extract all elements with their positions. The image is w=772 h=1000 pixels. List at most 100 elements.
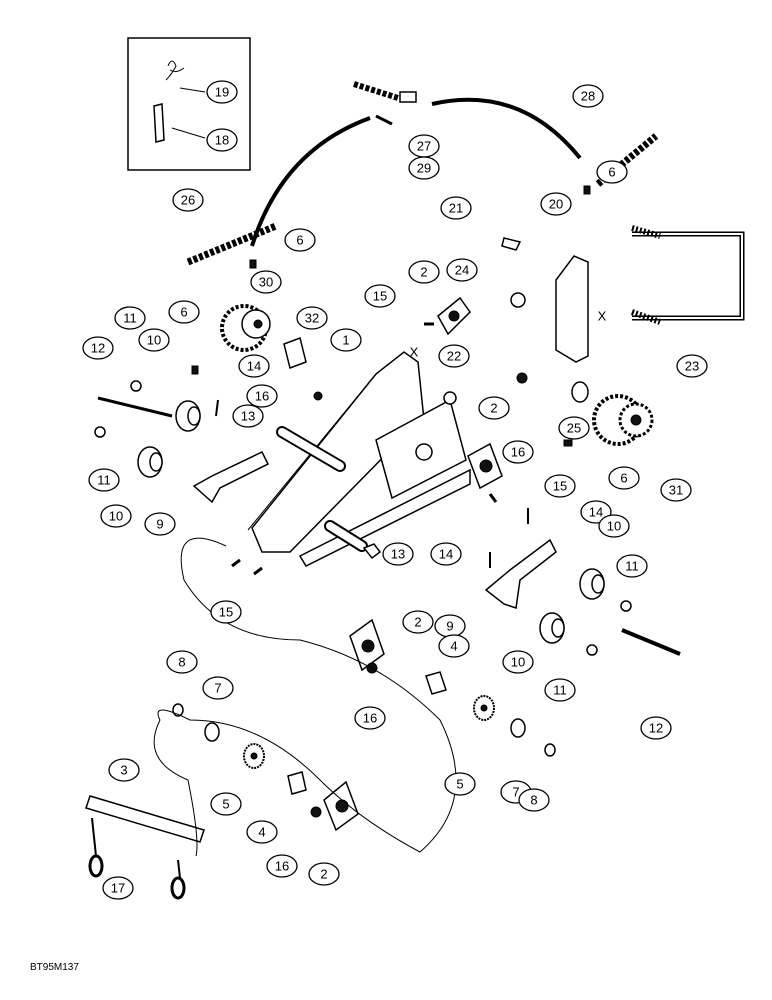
callout-bubble — [382, 542, 414, 566]
nut-22-part — [443, 391, 457, 405]
callout-bubble — [172, 188, 204, 212]
sprocket-5-a — [473, 695, 495, 721]
callout-label: 30 — [259, 275, 273, 290]
callout-label: 10 — [147, 333, 161, 348]
callout-6-6: 6 — [284, 228, 316, 252]
callout-bubble — [138, 328, 170, 352]
callout-bubble — [144, 512, 176, 536]
callout-17-59: 17 — [102, 876, 134, 900]
chain-arc-left — [250, 116, 371, 247]
roller-10-d — [539, 612, 565, 644]
callout-bubble — [408, 156, 440, 180]
u-bolt-part — [630, 225, 745, 325]
callout-10-18: 10 — [138, 328, 170, 352]
callout-16-50: 16 — [354, 706, 386, 730]
callout-label: 6 — [608, 165, 615, 180]
callout-label: 24 — [455, 263, 469, 278]
callout-label: 6 — [180, 305, 187, 320]
callout-label: 32 — [305, 311, 319, 326]
callout-bubble — [444, 772, 476, 796]
set-screw-6-c — [583, 185, 591, 195]
callout-27-3: 27 — [408, 134, 440, 158]
callout-13-26: 13 — [232, 404, 264, 428]
callout-label: 2 — [420, 265, 427, 280]
callout-9-35: 9 — [144, 512, 176, 536]
callout-bubble — [544, 474, 576, 498]
callout-bubble — [238, 354, 270, 378]
callout-bubble — [114, 306, 146, 330]
callout-label: 14 — [439, 547, 453, 562]
callout-bubble — [660, 478, 692, 502]
callout-6-32: 6 — [608, 466, 640, 490]
main-frame-part — [247, 351, 471, 567]
callout-16-29: 16 — [502, 440, 534, 464]
callout-16-21: 16 — [246, 384, 278, 408]
callout-15-14: 15 — [364, 284, 396, 308]
callout-5-58: 5 — [444, 772, 476, 796]
callout-13-38: 13 — [382, 542, 414, 566]
callout-bubble — [408, 260, 440, 284]
callout-label: 29 — [417, 161, 431, 176]
callout-label: 12 — [91, 341, 105, 356]
inset-box — [127, 37, 251, 171]
callout-7-48: 7 — [202, 676, 234, 700]
callout-label: 12 — [649, 721, 663, 736]
callout-4-55: 4 — [246, 820, 278, 844]
callout-label: 8 — [530, 793, 537, 808]
callout-label: 11 — [97, 473, 111, 488]
callout-label: 15 — [373, 289, 387, 304]
callout-label: 10 — [511, 655, 525, 670]
callout-bubble — [572, 84, 604, 108]
bolt-12-upper — [97, 396, 173, 418]
callout-11-12: 11 — [114, 306, 146, 330]
callout-label: X — [410, 345, 419, 360]
callout-label: 6 — [620, 471, 627, 486]
figure-caption: BT95M137 — [30, 962, 79, 973]
callout-bubble — [168, 300, 200, 324]
callout-8-54: 8 — [518, 788, 550, 812]
callout-label: X — [598, 309, 607, 324]
callout-11-30: 11 — [88, 468, 120, 492]
callout-label: 8 — [178, 655, 185, 670]
callout-28-2: 28 — [572, 84, 604, 108]
callout-bubble — [166, 650, 198, 674]
callout-20-9: 20 — [540, 192, 572, 216]
bracket-20-part — [555, 255, 589, 363]
callout-bubble — [246, 384, 278, 408]
callout-8-47: 8 — [166, 650, 198, 674]
callout-label: 16 — [255, 389, 269, 404]
callout-2-57: 2 — [308, 862, 340, 886]
callout-30-11: 30 — [250, 270, 282, 294]
shaft-3-part — [85, 795, 205, 843]
sprocket-30 — [220, 304, 271, 352]
callout-26-5: 26 — [172, 188, 204, 212]
callout-bubble — [544, 678, 576, 702]
sprocket-5-b — [243, 743, 265, 769]
callout-12-19: 12 — [82, 336, 114, 360]
callout-3-51: 3 — [108, 758, 140, 782]
callout-bubble — [202, 676, 234, 700]
callout-label: 10 — [607, 519, 621, 534]
callout-2-43: 2 — [402, 610, 434, 634]
callout-6-17: 6 — [168, 300, 200, 324]
callout-label: 9 — [156, 517, 163, 532]
callout-label: 18 — [215, 133, 229, 148]
bushing-32 — [283, 337, 307, 369]
callout-label: 10 — [109, 509, 123, 524]
washer-11-b — [94, 426, 106, 438]
callout-24-10: 24 — [446, 258, 478, 282]
callout-label: 11 — [123, 311, 137, 326]
shaft-13-upper-fill — [278, 428, 344, 470]
callout-bubble — [296, 306, 328, 330]
key-17-b — [170, 859, 186, 900]
callout-4-44: 4 — [438, 634, 470, 658]
callout-label: 16 — [511, 445, 525, 460]
callout-label: 2 — [490, 401, 497, 416]
callout-bubble — [354, 706, 386, 730]
nut-24-part — [510, 292, 526, 308]
callout-label: 7 — [214, 681, 221, 696]
callout-label: 2 — [320, 867, 327, 882]
callout-label: 15 — [553, 479, 567, 494]
callout-bubble — [246, 820, 278, 844]
callout-31-33: 31 — [660, 478, 692, 502]
